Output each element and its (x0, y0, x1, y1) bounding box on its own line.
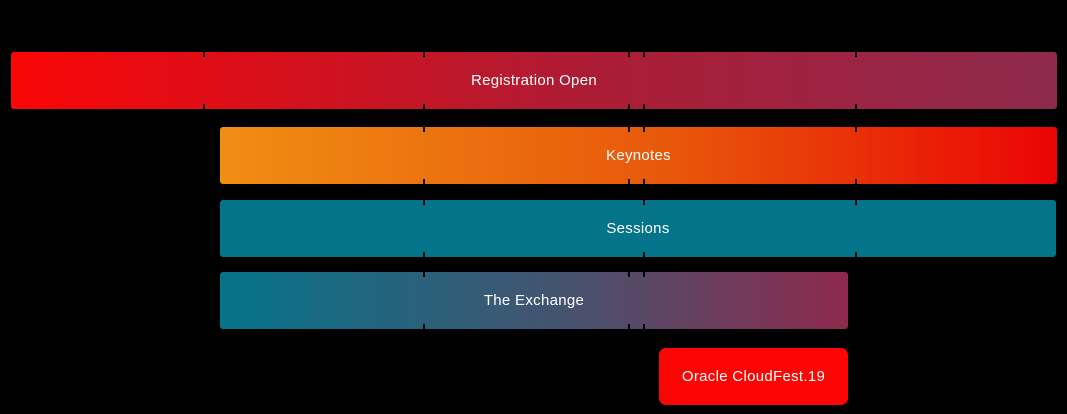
gridline-tick (643, 252, 645, 257)
gridline-tick (628, 104, 630, 109)
gridline-tick (855, 252, 857, 257)
gridline-tick (855, 52, 857, 57)
gridline-tick (855, 200, 857, 205)
gridline-tick (423, 324, 425, 329)
gridline-tick (628, 324, 630, 329)
gridline-tick (643, 104, 645, 109)
gridline-tick (628, 272, 630, 277)
gridline-tick (423, 104, 425, 109)
gridline-tick (643, 324, 645, 329)
bar-label-the-exchange: The Exchange (483, 292, 585, 309)
gridline-tick (423, 127, 425, 132)
gridline-tick (643, 200, 645, 205)
gridline-tick (628, 127, 630, 132)
gridline-tick (423, 52, 425, 57)
gridline-tick (423, 200, 425, 205)
gridline-tick (423, 252, 425, 257)
gridline-tick (643, 127, 645, 132)
gantt-bar-oracle-cloudfest-19: Oracle CloudFest.19 (659, 348, 848, 405)
gridline-tick (203, 52, 205, 57)
bar-label-keynotes: Keynotes (606, 147, 671, 164)
bar-label-oracle-cloudfest-19: Oracle CloudFest.19 (681, 368, 826, 385)
gantt-bar-keynotes: Keynotes (220, 127, 1057, 184)
gridline-tick (423, 272, 425, 277)
gantt-bar-registration-open: Registration Open (11, 52, 1057, 109)
gantt-bar-the-exchange: The Exchange (220, 272, 848, 329)
gridline-tick (855, 179, 857, 184)
gridline-tick (855, 127, 857, 132)
bar-label-sessions: Sessions (606, 220, 670, 237)
gridline-tick (855, 104, 857, 109)
gridline-tick (643, 52, 645, 57)
gridline-tick (628, 179, 630, 184)
gridline-tick (643, 179, 645, 184)
gridline-tick (423, 179, 425, 184)
bar-label-registration-open: Registration Open (470, 72, 597, 89)
gridline-tick (628, 52, 630, 57)
gridline-tick (643, 272, 645, 277)
gridline-tick (203, 104, 205, 109)
gantt-bar-sessions: Sessions (220, 200, 1056, 257)
